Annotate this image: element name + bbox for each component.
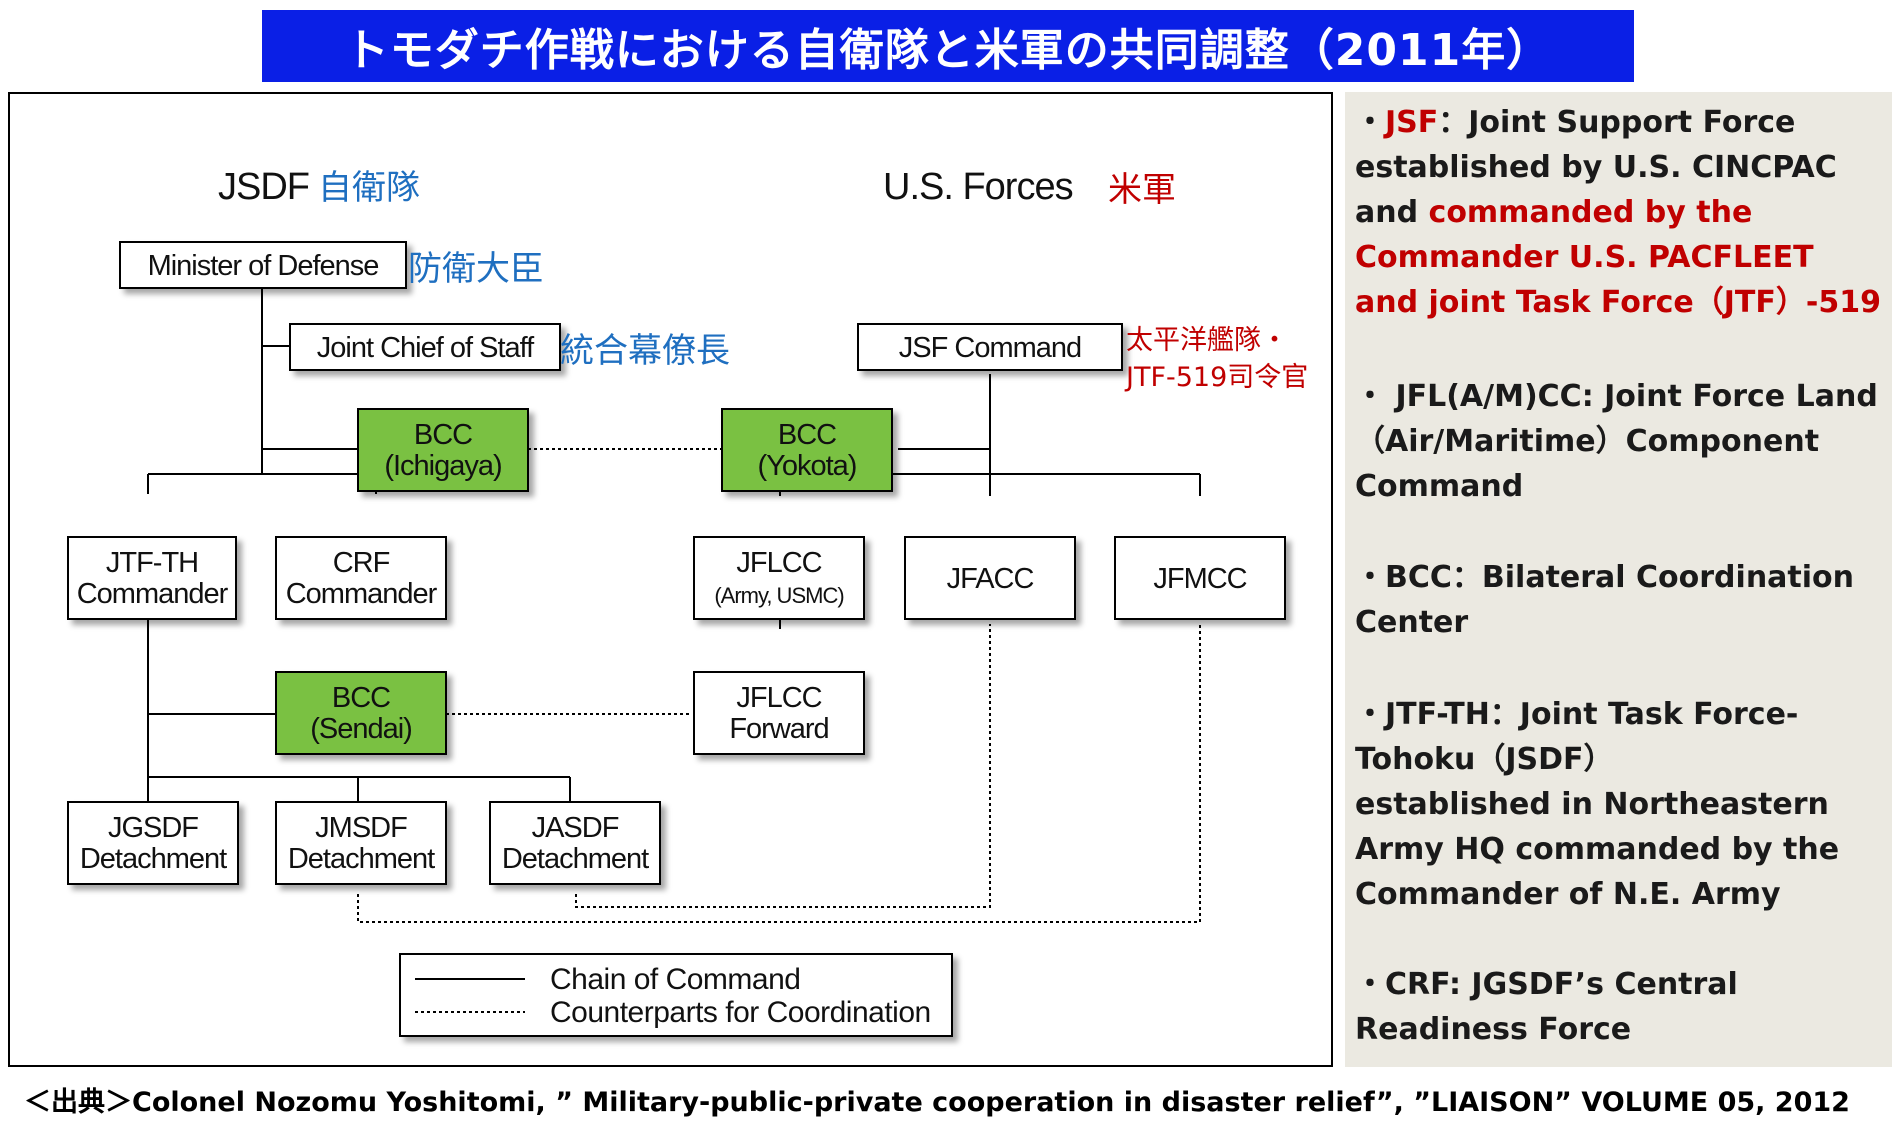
node-jfacc: JFACC: [904, 536, 1076, 620]
legend-dotted-label: Counterparts for Coordination: [550, 996, 931, 1029]
node-label-line: BCC: [332, 682, 390, 714]
legend: Chain of Command Counterparts for Coordi…: [399, 953, 953, 1037]
node-label-line: JFMCC: [1153, 563, 1246, 595]
node-label-line: Commander: [286, 578, 438, 610]
note-segment: ・: [1355, 105, 1385, 140]
node-minister: Minister of Defense: [119, 241, 407, 289]
title-text: トモダチ作戦における自衛隊と米軍の共同調整（2011年）: [344, 25, 1552, 76]
title-banner: トモダチ作戦における自衛隊と米軍の共同調整（2011年）: [262, 10, 1634, 82]
note-jflcc: ・ JFL(A/M)CC: Joint Force Land（Air/Marit…: [1355, 374, 1885, 509]
note-segment: ・ JFL(A/M)CC: Joint Force Land（Air/Marit…: [1355, 379, 1878, 504]
node-label-line: JASDF: [532, 812, 619, 844]
note-jsf: ・JSF：Joint Support Force established by …: [1355, 100, 1885, 325]
node-bcc-yokota: BCC(Yokota): [721, 408, 893, 492]
note-segment: ・BCC：Bilateral Coordination Center: [1355, 560, 1865, 640]
node-jcs: Joint Chief of Staff: [289, 323, 561, 371]
source-citation: ＜出典＞Colonel Nozomu Yoshitomi, ” Military…: [24, 1087, 1850, 1118]
jsf-jp-label-1: 太平洋艦隊・: [1126, 325, 1288, 356]
node-box: [275, 536, 447, 620]
node-label-line: JFACC: [947, 563, 1034, 595]
node-label-line: Minister of Defense: [148, 250, 379, 282]
node-label-line: Detachment: [502, 843, 649, 875]
abbreviation-notes: ・JSF：Joint Support Force established by …: [1345, 92, 1892, 1067]
node-label-line: JFLCC: [736, 547, 821, 579]
node-label-line: JGSDF: [108, 812, 198, 844]
node-label-line: (Army, USMC): [714, 583, 843, 608]
node-label-line: BCC: [778, 419, 836, 451]
node-label-line: Forward: [729, 713, 828, 745]
node-box: [357, 408, 529, 492]
node-box: [693, 536, 865, 620]
node-box: [857, 323, 1123, 371]
jsdf-header-en: JSDF: [218, 166, 309, 208]
node-label-line: Joint Chief of Staff: [317, 332, 535, 364]
note-segment: JSF: [1385, 105, 1439, 140]
node-box: [904, 536, 1076, 620]
node-box: [119, 241, 407, 289]
node-label-line: BCC: [414, 419, 472, 451]
note-segment: ・JTF-TH：Joint Task Force-Tohoku（JSDF）: [1355, 697, 1799, 777]
node-label-line: JTF-TH: [106, 547, 198, 579]
jsdf-header-jp: 自衛隊: [318, 168, 420, 208]
node-box: [67, 536, 237, 620]
node-box: [489, 801, 661, 885]
node-bcc-ichigaya: BCC(Ichigaya): [357, 408, 529, 492]
note-segment: established in Northeastern Army HQ comm…: [1355, 787, 1840, 912]
node-label-line: JFLCC: [736, 682, 821, 714]
node-label-line: JMSDF: [315, 812, 407, 844]
jcs-jp-label: 統合幕僚長: [560, 331, 730, 371]
node-box: [1114, 536, 1286, 620]
node-label-line: JSF Command: [899, 332, 1081, 364]
node-box: [693, 671, 865, 755]
node-box: [275, 671, 447, 755]
node-label-line: CRF: [333, 547, 390, 579]
legend-solid-label: Chain of Command: [550, 963, 800, 996]
node-box: [721, 408, 893, 492]
node-label-line: (Ichigaya): [384, 450, 501, 482]
note-segment: ：Joint Support Force established by U.S.…: [1355, 105, 1848, 230]
node-box: [289, 323, 561, 371]
minister-jp-label: 防衛大臣: [408, 249, 544, 289]
us-header-en: U.S. Forces: [883, 166, 1073, 208]
node-jflcc: JFLCC (Army, USMC): [693, 536, 865, 620]
note-jtfth: ・JTF-TH：Joint Task Force-Tohoku（JSDF） es…: [1355, 692, 1885, 917]
jsf-jp-label-2: JTF-519司令官: [1124, 362, 1308, 393]
node-jfmcc: JFMCC: [1114, 536, 1286, 620]
us-header-jp: 米軍: [1108, 170, 1176, 210]
node-label-line: (Yokota): [758, 450, 857, 482]
coordination-lines: [357, 448, 1201, 923]
note-segment: commanded by the Commander U.S. PACFLEET…: [1355, 195, 1881, 320]
node-label-line: Detachment: [80, 843, 227, 875]
node-label-line: (Sendai): [310, 713, 412, 745]
node-jsf: JSF Command: [857, 323, 1123, 371]
node-label-line: Commander: [77, 578, 229, 610]
note-crf: ・CRF: JGSDF’s Central Readiness Force: [1355, 962, 1885, 1052]
node-box: [67, 801, 239, 885]
node-label-line: Detachment: [288, 843, 435, 875]
note-bcc: ・BCC：Bilateral Coordination Center: [1355, 555, 1885, 645]
node-bcc-sendai: BCC(Sendai): [275, 671, 447, 755]
node-box: [275, 801, 447, 885]
note-segment: ・CRF: JGSDF’s Central Readiness Force: [1355, 967, 1749, 1047]
